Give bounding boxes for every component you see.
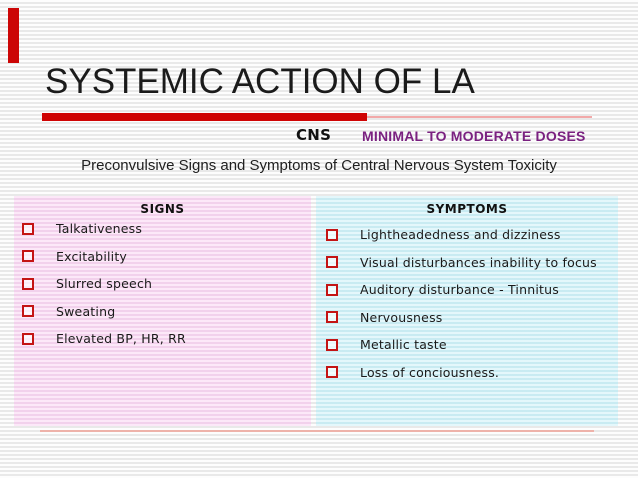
signs-list: Talkativeness Excitability Slurred speec…: [14, 215, 311, 353]
title-rule-thin: [367, 116, 592, 118]
symptoms-panel: SYMPTOMS Lightheadedness and dizziness V…: [316, 196, 618, 426]
title-rule-thick: [42, 113, 367, 121]
bullet-square-icon: [22, 332, 34, 345]
bullet-square-icon: [326, 338, 338, 351]
bullet-square-icon: [326, 228, 338, 241]
bullet-square-icon: [326, 311, 338, 324]
list-item-label: Excitability: [56, 248, 128, 264]
list-item-label: Auditory disturbance - Tinnitus: [360, 282, 559, 298]
list-item-label: Slurred speech: [56, 276, 153, 292]
list-item-label: Loss of conciousness.: [360, 364, 500, 380]
list-item-label: Elevated BP, HR, RR: [56, 331, 186, 347]
signs-panel-header: SIGNS: [140, 202, 185, 216]
slide-subtitle: Preconvulsive Signs and Symptoms of Cent…: [81, 157, 557, 174]
list-item-label: Lightheadedness and dizziness: [360, 227, 561, 243]
list-item: Visual disturbances inability to focus: [316, 249, 618, 277]
list-item: Talkativeness: [14, 215, 311, 243]
list-item-label: Visual disturbances inability to focus: [360, 254, 597, 270]
bullet-square-icon: [326, 283, 338, 296]
section-label: CNS: [296, 126, 332, 144]
list-item: Slurred speech: [14, 270, 311, 298]
list-item: Excitability: [14, 243, 311, 271]
bullet-square-icon: [326, 256, 338, 269]
signs-panel: SIGNS Talkativeness Excitability Slurred…: [14, 196, 311, 426]
bullet-square-icon: [22, 222, 34, 235]
list-item: Sweating: [14, 298, 311, 326]
bullet-square-icon: [22, 250, 34, 263]
bullet-square-icon: [22, 277, 34, 290]
list-item: Nervousness: [316, 304, 618, 332]
list-item-label: Metallic taste: [360, 337, 447, 353]
bullet-square-icon: [326, 366, 338, 379]
symptoms-list: Lightheadedness and dizziness Visual dis…: [316, 221, 618, 386]
list-item: Elevated BP, HR, RR: [14, 325, 311, 353]
list-item: Metallic taste: [316, 331, 618, 359]
dose-label: MINIMAL TO MODERATE DOSES: [362, 128, 586, 144]
list-item: Lightheadedness and dizziness: [316, 221, 618, 249]
panel-underline: [40, 430, 594, 432]
list-item-label: Sweating: [56, 303, 116, 319]
list-item-label: Nervousness: [360, 309, 443, 325]
bullet-square-icon: [22, 305, 34, 318]
slide-title: SYSTEMIC ACTION OF LA: [45, 62, 475, 101]
symptoms-panel-header: SYMPTOMS: [426, 202, 508, 216]
accent-bar: [8, 8, 19, 63]
list-item: Loss of conciousness.: [316, 359, 618, 387]
list-item: Auditory disturbance - Tinnitus: [316, 276, 618, 304]
list-item-label: Talkativeness: [56, 221, 143, 237]
